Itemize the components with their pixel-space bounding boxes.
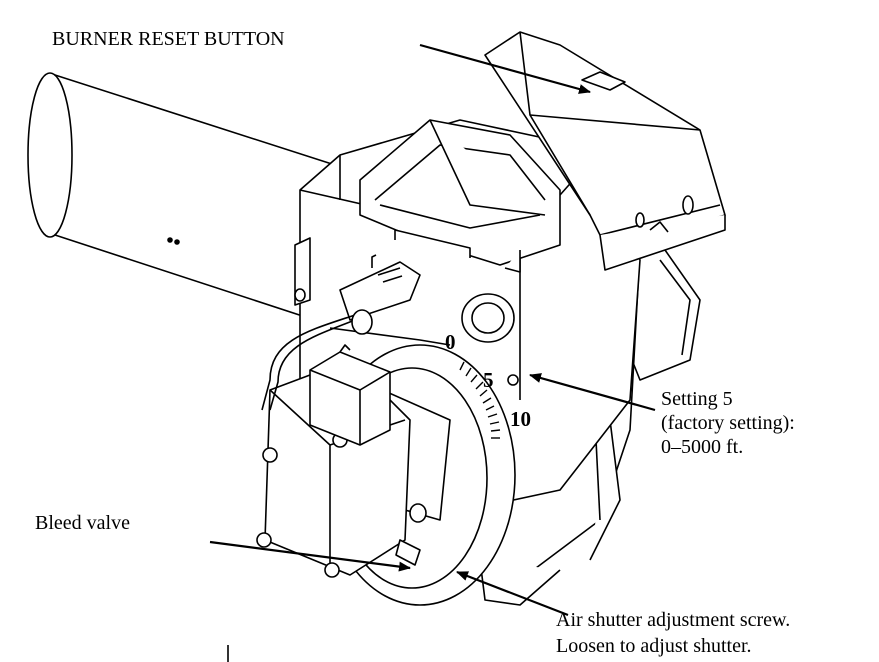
dial-ticks	[459, 361, 501, 439]
air-shutter-label-line2: Loosen to adjust shutter.	[556, 635, 752, 657]
setting-label-line1: Setting 5	[661, 388, 733, 410]
control-box	[359, 119, 561, 273]
blast-tube	[27, 72, 336, 326]
bleed-valve-arrow	[209, 540, 411, 572]
dial-mark-10: 10	[510, 407, 531, 431]
leader-arrows	[209, 43, 656, 617]
reset-button-label: BURNER RESET BUTTON	[52, 28, 285, 50]
solenoid-valve	[309, 344, 391, 446]
reset-cover	[484, 31, 726, 271]
setting-label-line2: (factory setting):	[661, 412, 795, 434]
setting-label-line3: 0–5000 ft.	[661, 436, 744, 458]
dial-mark-5: 5	[483, 368, 494, 392]
air-shutter-arrow	[456, 570, 569, 617]
bleed-valve-label: Bleed valve	[35, 512, 130, 534]
sight-port	[461, 293, 519, 386]
dial-mark-0: 0	[445, 330, 456, 354]
nozzle-line	[261, 309, 373, 411]
setting-arrow	[529, 373, 656, 412]
reset-button-arrow	[419, 43, 591, 94]
air-shutter-label-line1: Air shutter adjustment screw.	[556, 609, 791, 631]
